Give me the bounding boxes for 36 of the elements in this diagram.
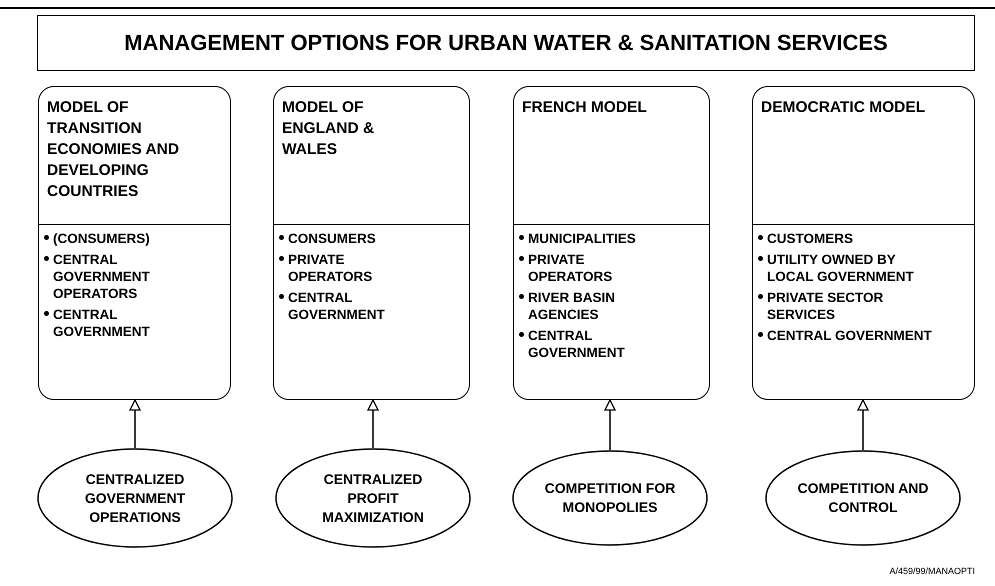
bullet-item: PRIVATE SECTOR SERVICES xyxy=(757,289,934,323)
bullet-item: CUSTOMERS xyxy=(757,230,934,247)
bullet-item: MUNICIPALITIES xyxy=(518,230,669,247)
bullet-item: CENTRAL GOVERNMENT xyxy=(757,327,934,344)
model-box xyxy=(273,86,470,400)
title: MANAGEMENT OPTIONS FOR URBAN WATER & SANITATION SERVICES xyxy=(37,15,975,71)
ellipse-label: CENTRALIZED PROFIT MAXIMIZATION xyxy=(321,470,425,526)
ellipse-node xyxy=(37,448,233,548)
bullet-item: CONSUMERS xyxy=(278,230,429,247)
box-heading: MODEL OF ENGLAND & WALES xyxy=(282,98,376,160)
ellipse-node xyxy=(275,448,471,548)
bullet-item: CENTRAL GOVERNMENT xyxy=(43,306,190,340)
model-box xyxy=(38,86,231,400)
ellipse-label: COMPETITION AND CONTROL xyxy=(796,479,930,517)
arrow xyxy=(129,399,141,448)
box-heading: DEMOCRATIC MODEL xyxy=(761,98,926,118)
bullet-item: UTILITY OWNED BY LOCAL GOVERNMENT xyxy=(757,251,934,285)
bullet-item: CENTRAL GOVERNMENT OPERATORS xyxy=(43,251,190,302)
ellipse-label: CENTRALIZED GOVERNMENT OPERATIONS xyxy=(84,470,186,526)
arrow xyxy=(857,399,869,450)
bullet-item: CENTRAL GOVERNMENT xyxy=(278,289,429,323)
bullet-item: RIVER BASIN AGENCIES xyxy=(518,289,669,323)
box-heading: MODEL OF TRANSITION ECONOMIES AND DEVELOPING COUNTRIES xyxy=(47,98,180,202)
reference-code: A/459/99/MANAOPTI xyxy=(889,566,975,576)
bullet-item: CENTRAL GOVERNMENT xyxy=(518,327,669,361)
ellipse-node xyxy=(512,450,708,546)
arrow xyxy=(604,399,616,450)
arrow xyxy=(367,399,379,448)
model-box xyxy=(752,86,975,400)
box-heading: FRENCH MODEL xyxy=(522,98,648,118)
bullet-item: PRIVATE OPERATORS xyxy=(278,251,429,285)
bullet-item: (CONSUMERS) xyxy=(43,230,190,247)
bullet-item: PRIVATE OPERATORS xyxy=(518,251,669,285)
ellipse-node xyxy=(765,450,961,546)
model-box xyxy=(513,86,710,400)
ellipse-label: COMPETITION FOR MONOPOLIES xyxy=(544,479,676,517)
